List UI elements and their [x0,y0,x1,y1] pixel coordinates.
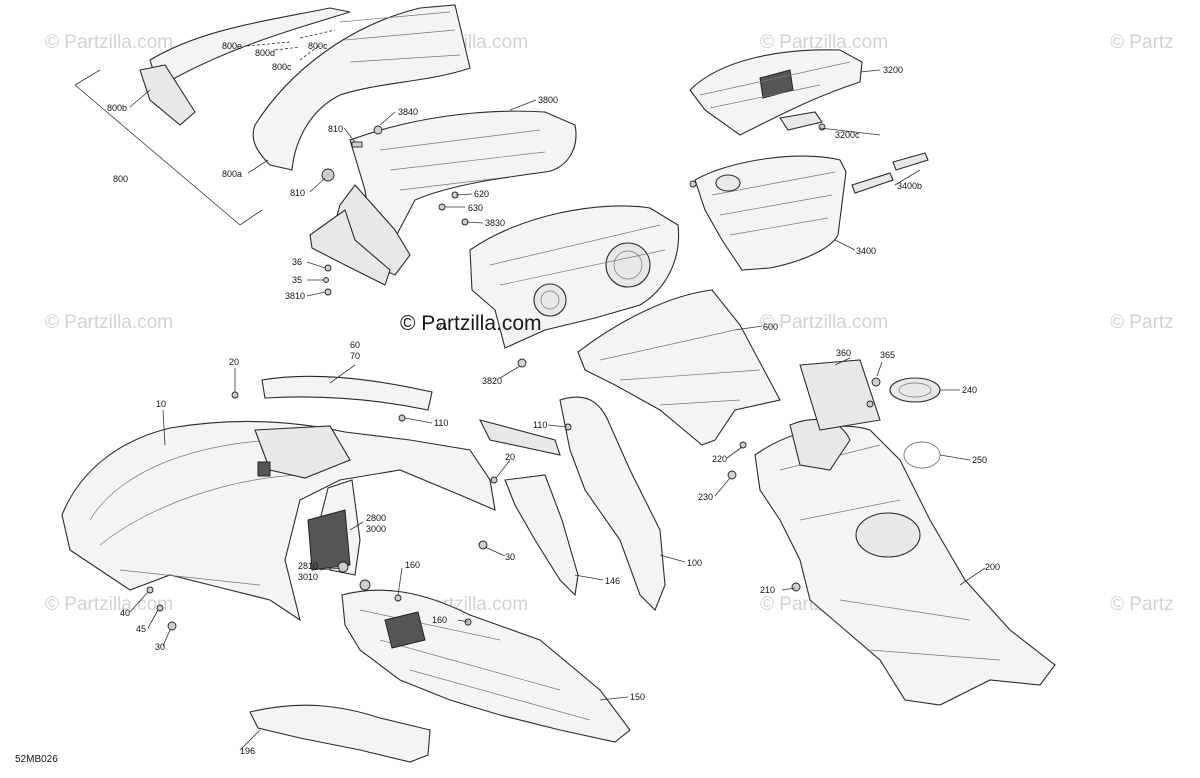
label-800: 800 [113,174,128,184]
part-3200-bin-lid [689,49,863,136]
label-220: 220 [712,454,727,464]
watermark: © Partzilla.com [760,32,888,53]
diagram-code: 52MB026 [15,754,58,765]
label-40: 40 [120,608,130,618]
watermark: © Partz [1110,32,1174,53]
label-620: 620 [474,189,489,199]
part-labels: 800e 800d 800c 800c 800b 800 800a 3840 3… [107,41,1000,756]
watermark: © Partzilla.com [45,312,173,333]
part-196-bottom-strip [249,704,431,763]
label-3820: 3820 [482,376,502,386]
part-10-left-side-panel [61,421,496,622]
label-360: 360 [836,348,851,358]
label-3840: 3840 [398,107,418,117]
label-3800: 3800 [538,95,558,105]
label-20-a: 20 [229,357,239,367]
label-3000: 3000 [366,524,386,534]
label-30-b: 30 [155,642,165,652]
label-800b: 800b [107,103,127,113]
label-10: 10 [156,399,166,409]
label-800d: 800d [255,48,275,58]
watermark: © Partzilla.com [760,312,888,333]
label-800c-top: 800c [308,41,328,51]
label-230: 230 [698,492,713,502]
part-2800-vent [307,479,361,576]
label-800e: 800e [222,41,242,51]
part-3400-storage-bin [694,152,929,271]
label-100: 100 [687,558,702,568]
part-600-center-panel [577,289,781,446]
label-160-a: 160 [405,560,420,570]
watermark: © Partz [1110,594,1174,615]
label-110-b: 110 [533,420,547,430]
label-600: 600 [763,322,778,332]
label-30-a: 30 [505,552,515,562]
label-3200: 3200 [883,65,903,75]
label-810-a: 810 [328,124,343,134]
label-210: 210 [760,585,775,595]
label-365: 365 [880,350,895,360]
label-3400: 3400 [856,246,876,256]
label-35: 35 [292,275,302,285]
label-630: 630 [468,203,483,213]
label-36: 36 [292,257,302,267]
part-150-lower-panel [341,589,631,743]
label-250: 250 [972,455,987,465]
part-146-deflector [504,474,579,597]
part-100-side-trim [478,396,666,611]
label-24: 24 [437,322,447,332]
label-3010: 3010 [298,572,318,582]
watermark-main: © Partzilla.com [400,312,542,335]
label-3200c: 3200c [835,130,860,140]
part-60-trim-strip [261,375,433,411]
label-200: 200 [985,562,1000,572]
label-800a: 800a [222,169,242,179]
label-70: 70 [350,351,360,361]
fasteners [146,123,941,631]
watermark: © Partzilla.com [45,32,173,53]
label-2810: 2810 [298,561,318,571]
label-150: 150 [630,692,645,702]
label-810-b: 810 [290,188,305,198]
label-60: 60 [350,340,360,350]
part-headlight-housing [469,205,680,349]
part-3800-upper-panel [309,110,577,286]
label-3400b: 3400b [897,181,922,191]
label-3810: 3810 [285,291,305,301]
label-800c-mid: 800c [272,62,292,72]
label-160-b: 160 [432,615,447,625]
watermark: © Partz [1110,312,1174,333]
label-240: 240 [962,385,977,395]
part-800-windshield [74,4,471,226]
part-200-rear-fender [754,359,1056,706]
label-146: 146 [605,576,620,586]
watermark: © Partzilla.com [45,594,173,615]
label-196: 196 [240,746,255,756]
label-20-b: 20 [505,452,515,462]
label-2800: 2800 [366,513,386,523]
label-3830: 3830 [485,218,505,228]
label-45: 45 [136,624,146,634]
label-110-a: 110 [434,418,448,428]
leader-lines [129,29,986,751]
